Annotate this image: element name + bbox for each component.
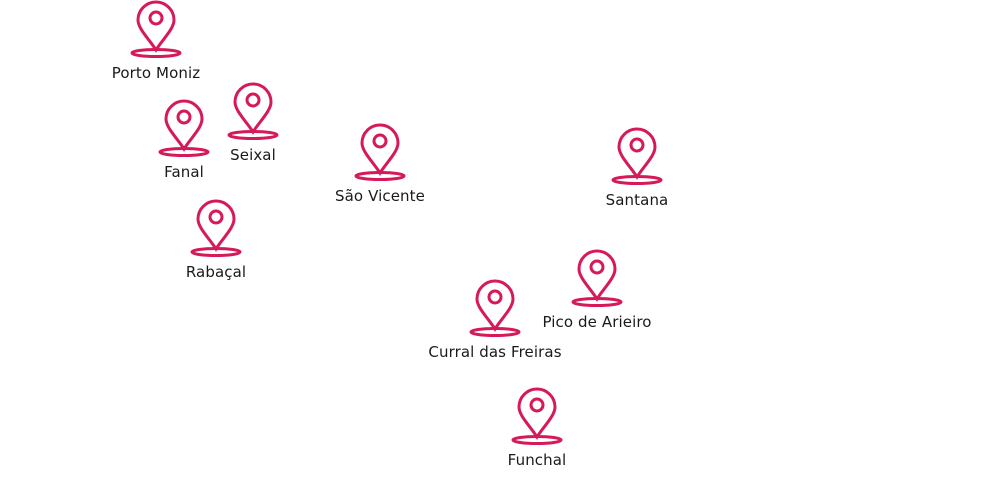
location-label: Seixal [230,146,276,164]
map-pin-icon [158,99,210,157]
map-pin-icon [227,82,279,140]
location-label: Curral das Freiras [428,343,562,361]
map-pin-icon [571,249,623,307]
location-label: Santana [605,191,669,209]
location-label: Porto Moniz [111,64,201,82]
location-label: Funchal [507,451,567,469]
map-pin-icon [190,199,242,257]
map-pin-icon [469,279,521,337]
map-pin-icon [130,0,182,58]
location-label: Fanal [164,163,204,181]
location-label: Rabaçal [185,263,247,281]
location-label: Pico de Arieiro [542,313,652,331]
map-pin-icon [354,123,406,181]
map-pin-icon [611,127,663,185]
map-pin-icon [511,387,563,445]
location-label: São Vicente [335,187,425,205]
